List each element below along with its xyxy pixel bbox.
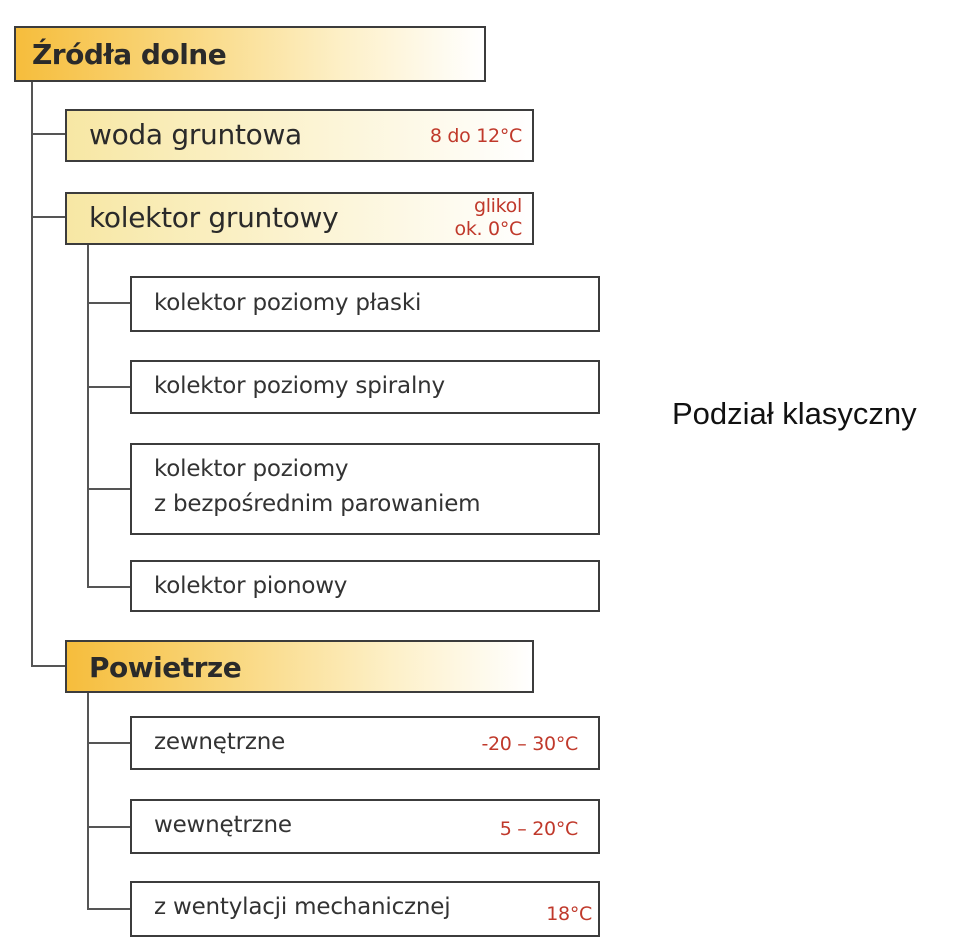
collector-type-box-3: kolektor poziomy z bezpośrednim parowani… <box>130 443 600 535</box>
collector-type-label: kolektor poziomy płaski <box>154 290 422 316</box>
collector-type-label: kolektor poziomy spiralny <box>154 373 445 399</box>
ground-collector-node-label: kolektor gruntowy <box>89 201 339 234</box>
groundwater-node-box: woda gruntowa 8 do 12°C <box>65 109 534 162</box>
collector-type-label-line1: kolektor poziomy <box>154 456 349 482</box>
diagram-caption: Podział klasyczny <box>672 396 917 431</box>
branch-line-groundwater <box>31 133 67 135</box>
branch-line-collector-1 <box>87 302 132 304</box>
branch-line-collector-4 <box>87 586 132 588</box>
trunk-line-collector <box>87 245 89 588</box>
branch-line-air-3 <box>87 908 132 910</box>
air-type-temp: 5 – 20°C <box>499 818 579 840</box>
collector-type-box-4: kolektor pionowy <box>130 560 600 612</box>
trunk-line-air <box>87 693 89 910</box>
air-type-box-1: zewnętrzne -20 – 30°C <box>130 716 600 770</box>
collector-type-label-line2: z bezpośrednim parowaniem <box>154 491 481 517</box>
root-node-box: Źródła dolne <box>14 26 486 82</box>
air-type-temp: -20 – 30°C <box>481 733 578 755</box>
air-node-box: Powietrze <box>65 640 534 693</box>
branch-line-air-2 <box>87 826 132 828</box>
air-type-box-3: z wentylacji mechanicznej 18°C <box>130 881 600 937</box>
root-node-label: Źródła dolne <box>32 38 227 71</box>
branch-line-ground-collector <box>31 216 67 218</box>
air-type-label: zewnętrzne <box>154 729 286 755</box>
branch-line-air-1 <box>87 742 132 744</box>
ground-collector-temp-line2: ok. 0°C <box>454 218 523 240</box>
collector-type-box-2: kolektor poziomy spiralny <box>130 360 600 414</box>
groundwater-temp: 8 do 12°C <box>429 125 522 147</box>
air-node-label: Powietrze <box>89 651 242 684</box>
air-type-temp: 18°C <box>546 903 592 925</box>
branch-line-collector-2 <box>87 386 132 388</box>
collector-type-label: kolektor pionowy <box>154 573 348 599</box>
air-type-label: z wentylacji mechanicznej <box>154 894 451 920</box>
air-type-label: wewnętrzne <box>154 812 292 838</box>
collector-type-box-1: kolektor poziomy płaski <box>130 276 600 332</box>
ground-collector-temp-line1: glikol <box>473 195 522 217</box>
groundwater-node-label: woda gruntowa <box>89 118 302 151</box>
branch-line-air <box>31 665 67 667</box>
air-type-box-2: wewnętrzne 5 – 20°C <box>130 799 600 854</box>
branch-line-collector-3 <box>87 488 132 490</box>
ground-collector-node-box: kolektor gruntowy glikol ok. 0°C <box>65 192 534 245</box>
trunk-line-root <box>31 80 33 666</box>
